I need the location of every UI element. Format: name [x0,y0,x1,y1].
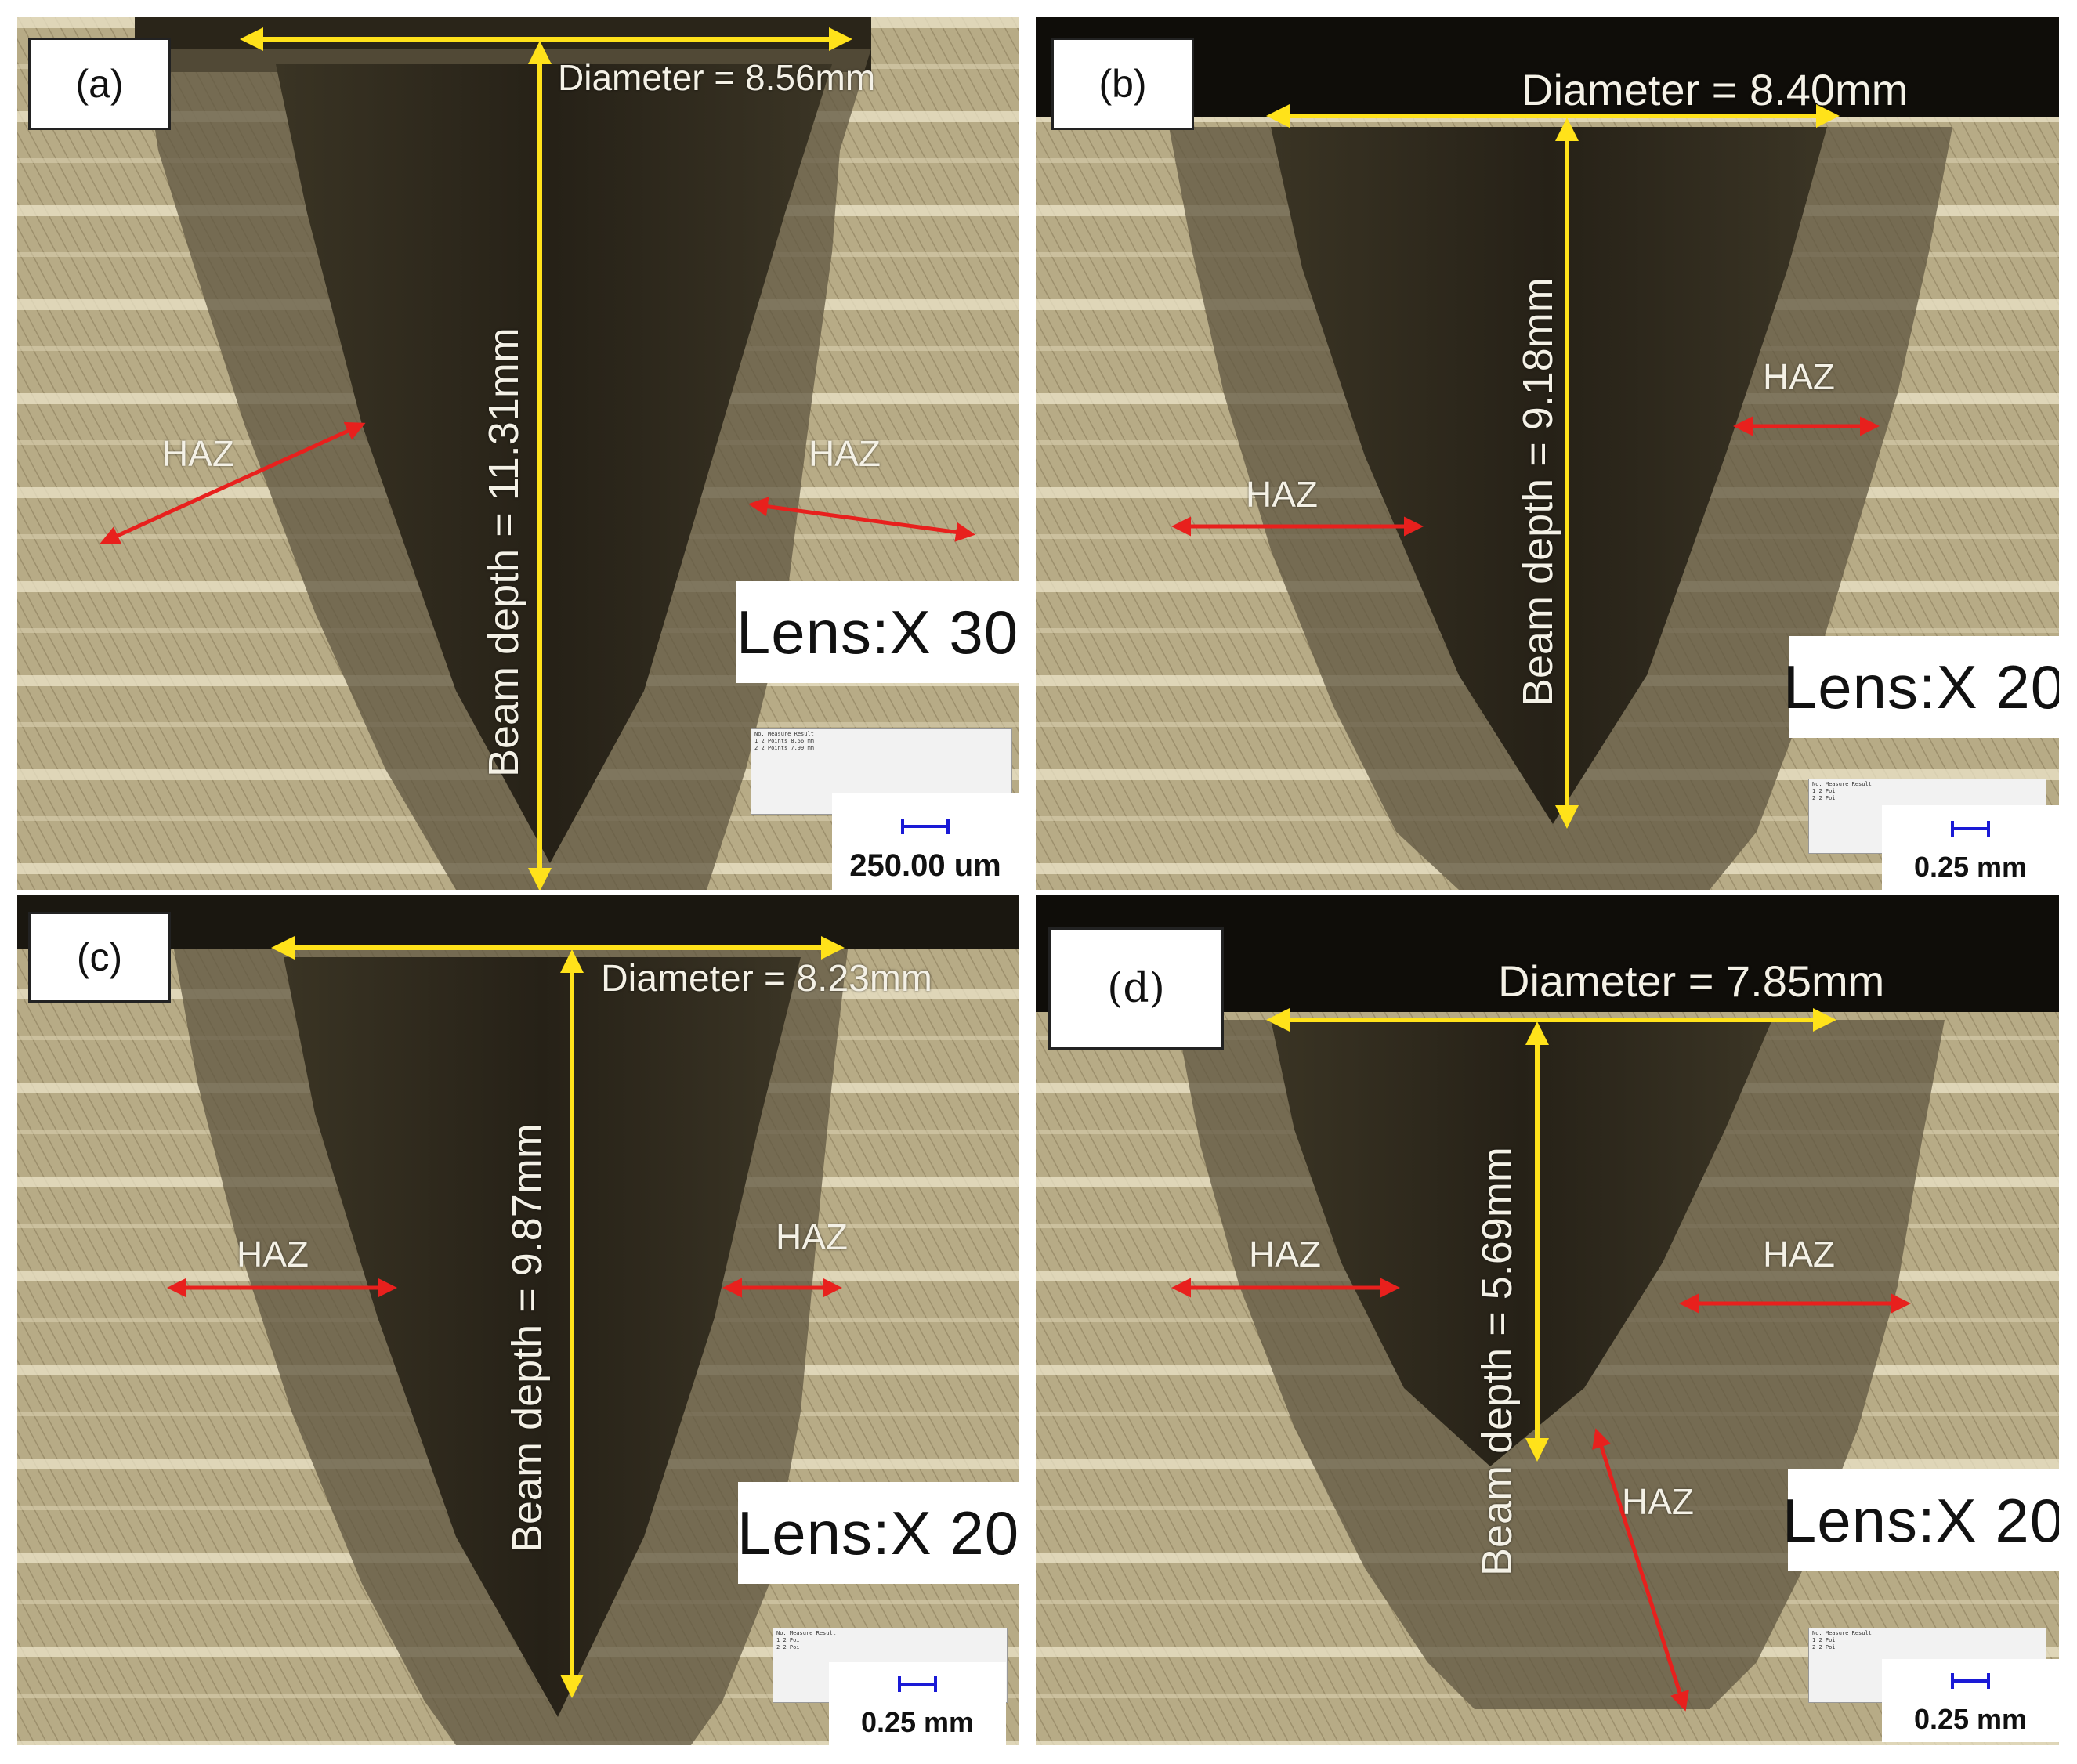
haz-label-d-left: HAZ [1249,1234,1321,1274]
diameter-label-c: Diameter = 8.23mm [601,958,932,999]
result-row-a-1: 1 2 Points 8.56 mm [754,738,814,744]
panel-a: (a) Diameter = 8.56mm Beam depth = 11.31… [17,17,1019,890]
panel-d: (d) Diameter = 7.85mm Beam depth = 5.69m… [1036,895,2059,1745]
micrograph-c [17,895,1019,1745]
result-row-b-1: 1 2 Poi [1812,788,1836,794]
result-header-a: No. Measure Result [754,731,814,737]
haz-label-b-right: HAZ [1763,356,1835,397]
lens-label-c: Lens:X 20 [737,1482,1019,1584]
panel-letter-d: (d) [1048,927,1224,1050]
result-row-d-2: 2 2 Poi [1812,1644,1836,1650]
micrograph-a [17,17,1019,890]
depth-label-c: Beam depth = 9.87mm [504,1123,551,1553]
panel-letter-a: (a) [28,38,171,130]
micrograph-b [1036,17,2059,890]
panel-letter-b: (b) [1051,38,1194,130]
haz-label-d-bottom: HAZ [1622,1481,1694,1522]
haz-label-c-left: HAZ [237,1234,309,1274]
haz-label-b-left: HAZ [1246,474,1318,515]
result-row-c-2: 2 2 Poi [776,1644,800,1650]
scale-bar-icon [1951,821,1990,837]
panel-letter-c: (c) [28,912,171,1003]
haz-label-a-left: HAZ [162,433,234,474]
scale-bar-icon [1951,1673,1990,1689]
scale-box-d: 0.25 mm [1882,1659,2059,1742]
scale-label-c: 0.25 mm [860,1706,975,1738]
result-row-b-2: 2 2 Poi [1812,795,1836,801]
lens-label-a: Lens:X 30 [736,581,1019,683]
result-header-c: No. Measure Result [776,1630,836,1636]
result-header-d: No. Measure Result [1812,1630,1872,1636]
lens-label-d: Lens:X 20 [1782,1469,2059,1571]
result-row-c-1: 1 2 Poi [776,1637,800,1643]
lens-label-b: Lens:X 20 [1783,636,2059,738]
scale-label-d: 0.25 mm [1913,1703,2028,1735]
depth-label-d: Beam depth = 5.69mm [1474,1147,1521,1576]
scale-bar-icon [898,1676,937,1692]
result-header-b: No. Measure Result [1812,781,1872,787]
result-row-a-2: 2 2 Points 7.99 mm [754,745,814,751]
haz-label-d-right: HAZ [1763,1234,1835,1274]
scale-box-b: 0.25 mm [1882,805,2059,890]
diameter-label-d: Diameter = 7.85mm [1498,956,1885,1006]
panel-c: (c) Diameter = 8.23mm Beam depth = 9.87m… [17,895,1019,1745]
depth-label-b: Beam depth = 9.18mm [1514,277,1561,707]
haz-label-a-right: HAZ [809,433,881,474]
scale-label-b: 0.25 mm [1913,851,2028,883]
diameter-label-b: Diameter = 8.40mm [1522,65,1909,114]
panel-b: (b) Diameter = 8.40mm Beam depth = 9.18m… [1036,17,2059,890]
scale-label-a: 250.00 um [849,848,1001,883]
result-row-d-1: 1 2 Poi [1812,1637,1836,1643]
scale-bar-icon [901,819,950,834]
scale-box-c: 0.25 mm [829,1662,1006,1745]
haz-label-c-right: HAZ [776,1216,848,1257]
depth-label-a: Beam depth = 11.31mm [480,327,527,777]
scale-box-a: 250.00 um [832,793,1019,890]
diameter-label-a: Diameter = 8.56mm [558,57,876,98]
